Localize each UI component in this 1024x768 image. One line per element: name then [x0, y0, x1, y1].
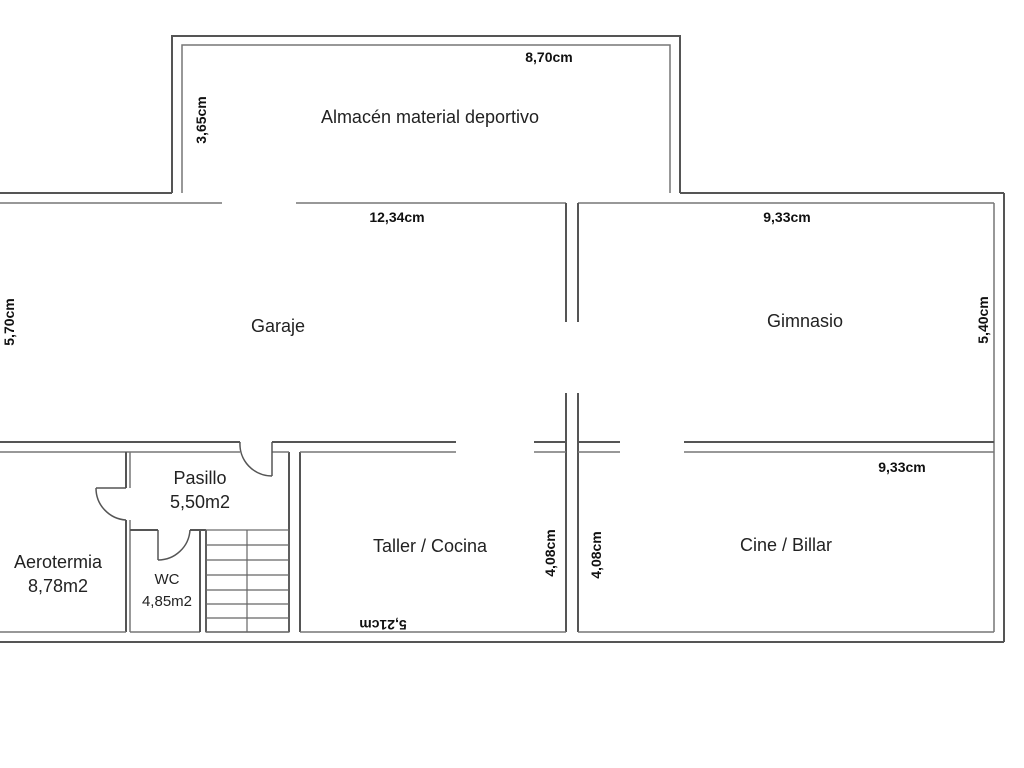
stairs [205, 529, 290, 633]
garaje-width-dim: 12,34cm [369, 209, 424, 225]
almacen-walls [171, 35, 681, 193]
almacen-label: Almacén material deportivo [321, 107, 539, 127]
door-swings [95, 441, 273, 561]
almacen-width-dim: 8,70cm [525, 49, 572, 65]
aerotermia-label: Aerotermia [14, 552, 103, 572]
pasillo-label: Pasillo [173, 468, 226, 488]
horizontal-partition [0, 441, 994, 453]
garaje-height-dim: 5,70cm [1, 298, 17, 345]
cine-width-dim: 9,33cm [878, 459, 925, 475]
taller-label: Taller / Cocina [373, 536, 488, 556]
wc-label: WC [155, 571, 180, 588]
almacen-height-dim: 3,65cm [193, 96, 209, 143]
garaje-label: Garaje [251, 316, 305, 336]
gimnasio-label: Gimnasio [767, 311, 843, 331]
central-partition [565, 203, 579, 632]
aerotermia-area: 8,78m2 [28, 576, 88, 596]
gimnasio-height-dim: 5,40cm [975, 296, 991, 343]
wc-area: 4,85m2 [142, 593, 192, 610]
gimnasio-width-dim: 9,33cm [763, 209, 810, 225]
pasillo-area: 5,50m2 [170, 492, 230, 512]
outer-walls [0, 192, 1005, 643]
taller-width-dim: 5,21cm [359, 617, 406, 633]
taller-height-dim: 4,08cm [542, 529, 558, 576]
cine-height-dim: 4,08cm [588, 531, 604, 578]
cine-label: Cine / Billar [740, 535, 832, 555]
